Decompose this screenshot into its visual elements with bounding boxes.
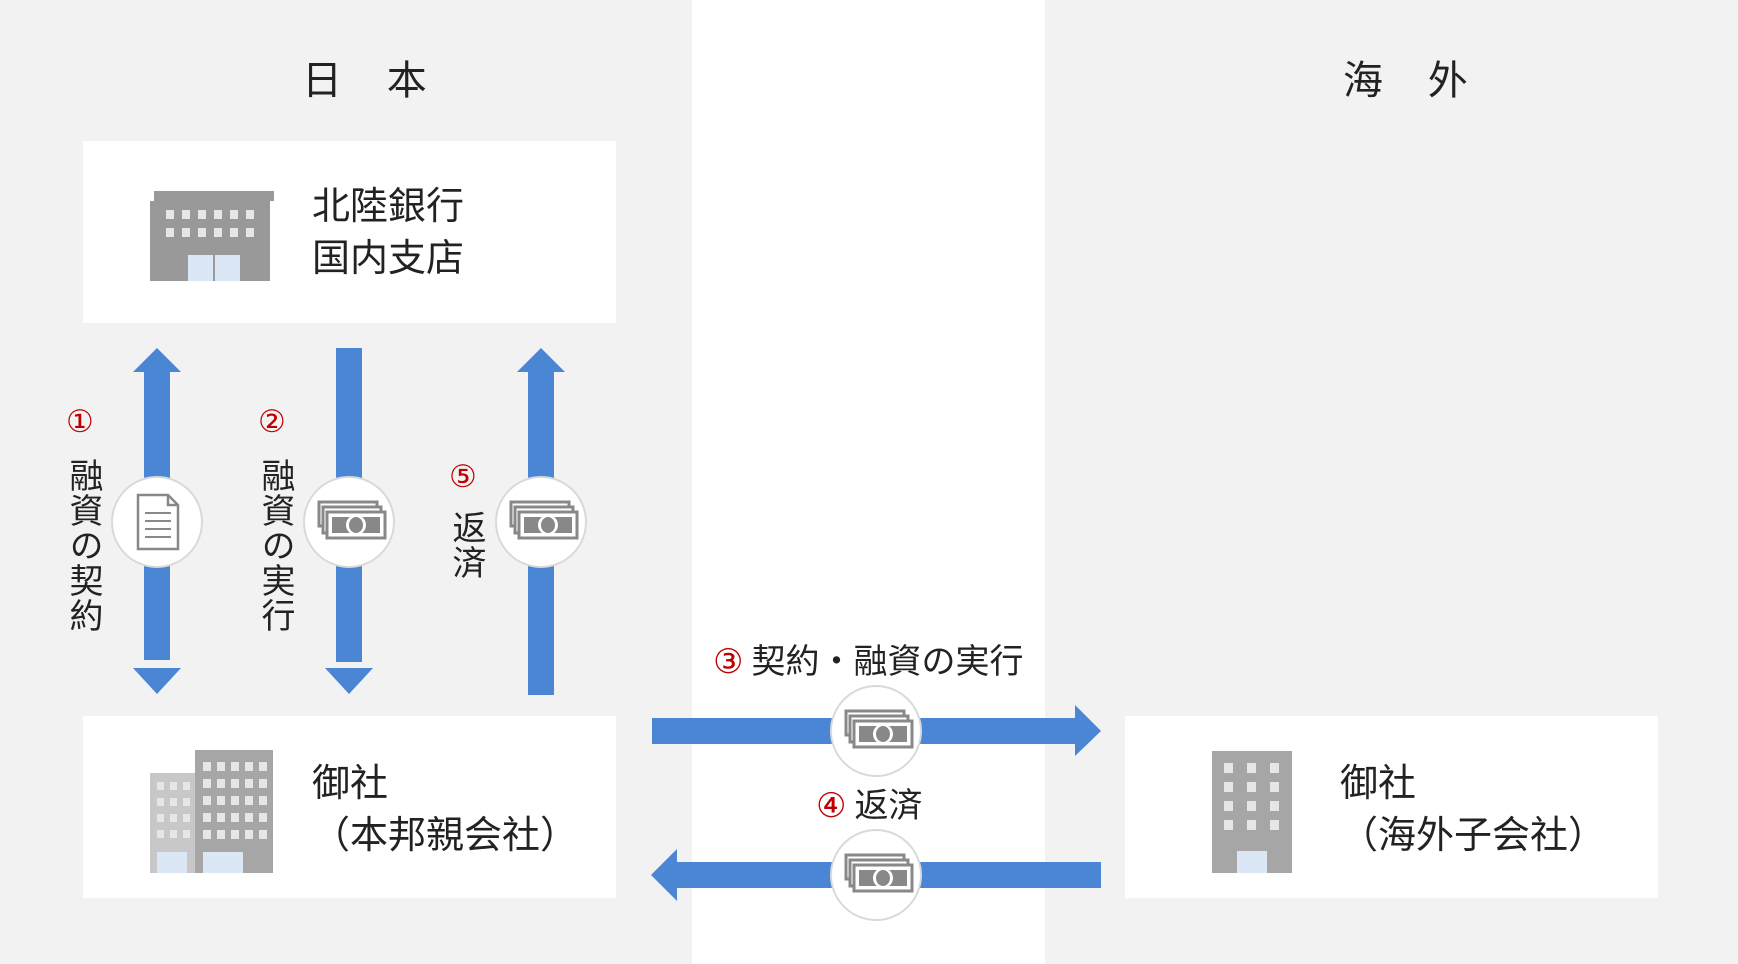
money-icon: [830, 685, 922, 777]
step1-number: ①: [66, 404, 94, 440]
office-buildings-icon: [150, 750, 273, 873]
money-icon: [303, 476, 395, 568]
bank-label: 北陸銀行 国内支店: [312, 184, 465, 280]
step2-number: ②: [258, 404, 286, 440]
step4-number: ④: [816, 786, 847, 826]
overseas-title: 海 外: [1343, 58, 1484, 104]
money-icon: [495, 476, 587, 568]
parent-company-label: 御社 （本邦親会社）: [312, 761, 579, 857]
step1-label: 融資の契約: [63, 458, 103, 633]
subsidiary-label: 御社 （海外子会社）: [1340, 761, 1607, 857]
step4-label: 返済: [854, 786, 923, 826]
step5-label: 返済: [446, 510, 486, 580]
japan-title: 日 本: [302, 58, 443, 104]
step3-number: ③: [713, 642, 744, 682]
step5-number: ⑤: [449, 459, 477, 495]
step3-label: 契約・融資の実行: [751, 642, 1024, 682]
document-icon: [111, 476, 203, 568]
step2-label: 融資の実行: [255, 458, 295, 633]
office-building-icon: [1212, 751, 1292, 873]
money-icon: [830, 829, 922, 921]
bank-building-icon: [150, 191, 274, 281]
